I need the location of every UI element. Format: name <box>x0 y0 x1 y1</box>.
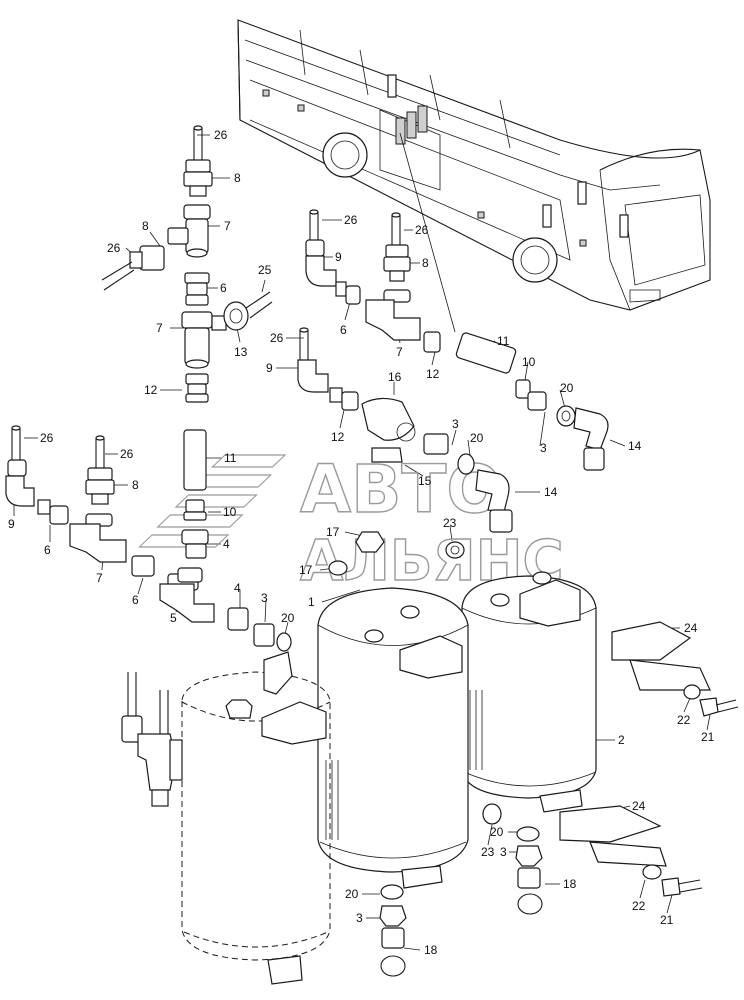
callout-c2: 8 <box>234 171 241 185</box>
callout-c36: 10 <box>223 505 237 519</box>
callout-c29: 15 <box>418 474 432 488</box>
callout-c26: 20 <box>470 431 484 445</box>
callout-c35: 9 <box>8 517 15 531</box>
callout-c28: 14 <box>628 439 642 453</box>
dashed-reservoir <box>121 651 331 985</box>
callout-c9: 13 <box>234 345 248 359</box>
callout-c52: 2 <box>618 733 625 747</box>
callout-c19: 9 <box>266 361 273 375</box>
bus-illustration <box>237 19 711 311</box>
callout-c3: 7 <box>224 219 231 233</box>
callout-c7: 25 <box>258 263 272 277</box>
callout-c10: 12 <box>144 383 158 397</box>
callout-c20: 11 <box>497 334 510 348</box>
callout-c53: 24 <box>632 799 646 813</box>
callout-c5: 26 <box>107 241 121 255</box>
callout-c16: 7 <box>396 345 403 359</box>
callout-c59: 21 <box>660 913 674 927</box>
callout-c6: 6 <box>220 281 227 295</box>
callout-c31: 26 <box>40 431 54 445</box>
callout-c62: 18 <box>424 943 438 957</box>
callout-c55: 23 <box>481 845 495 859</box>
callout-c51: 21 <box>701 730 715 744</box>
callout-c21: 16 <box>388 370 402 384</box>
left-middle-fittings <box>5 425 292 652</box>
callout-c17: 12 <box>426 367 440 381</box>
callout-c54: 20 <box>490 825 504 839</box>
callout-c8: 7 <box>156 321 163 335</box>
air-reservoir-1 <box>317 587 469 889</box>
callout-c22: 10 <box>522 355 536 369</box>
callout-c4: 8 <box>142 219 149 233</box>
callout-c58: 22 <box>632 899 646 913</box>
callout-c38: 4 <box>223 537 230 551</box>
callout-c34: 8 <box>132 478 139 492</box>
callout-c18: 26 <box>270 331 284 345</box>
callout-c12: 9 <box>335 250 342 264</box>
callout-c40: 17 <box>326 525 340 539</box>
callout-c48: 20 <box>281 611 295 625</box>
callout-c39: 7 <box>96 571 103 585</box>
callout-c15: 6 <box>340 323 347 337</box>
callout-c49: 24 <box>684 621 698 635</box>
callout-c46: 3 <box>261 591 268 605</box>
callout-c25: 3 <box>452 417 459 431</box>
upper-left-fittings <box>101 125 273 403</box>
callout-labels: 26 8 7 8 26 6 25 7 13 12 26 9 26 8 6 7 1… <box>8 128 715 957</box>
callout-c41: 23 <box>443 516 457 530</box>
callout-c45: 5 <box>170 611 177 625</box>
callout-c27: 3 <box>540 441 547 455</box>
callout-c37: 6 <box>44 543 51 557</box>
callout-c23: 20 <box>560 381 574 395</box>
upper-middle-fittings <box>297 209 609 533</box>
callout-c14: 8 <box>422 256 429 270</box>
callout-c32: 26 <box>120 447 134 461</box>
callout-c33: 11 <box>224 451 237 465</box>
callout-c44: 4 <box>234 581 241 595</box>
callout-c56: 3 <box>500 845 507 859</box>
callout-c50: 22 <box>677 713 691 727</box>
callout-c30: 14 <box>544 485 558 499</box>
callout-c43: 6 <box>132 593 139 607</box>
callout-c60: 20 <box>345 887 359 901</box>
callout-c57: 18 <box>563 877 577 891</box>
callout-c1: 26 <box>214 128 228 142</box>
air-reservoir-2 <box>461 571 597 813</box>
callout-c42: 17 <box>299 563 313 577</box>
small-parts <box>328 531 739 977</box>
callout-c24: 12 <box>331 430 345 444</box>
callout-c47: 1 <box>308 595 315 609</box>
callout-c13: 26 <box>415 223 429 237</box>
watermark: АВТО АЛЬЯНС <box>138 450 564 595</box>
callout-c11: 26 <box>344 213 358 227</box>
callout-c61: 3 <box>356 911 363 925</box>
